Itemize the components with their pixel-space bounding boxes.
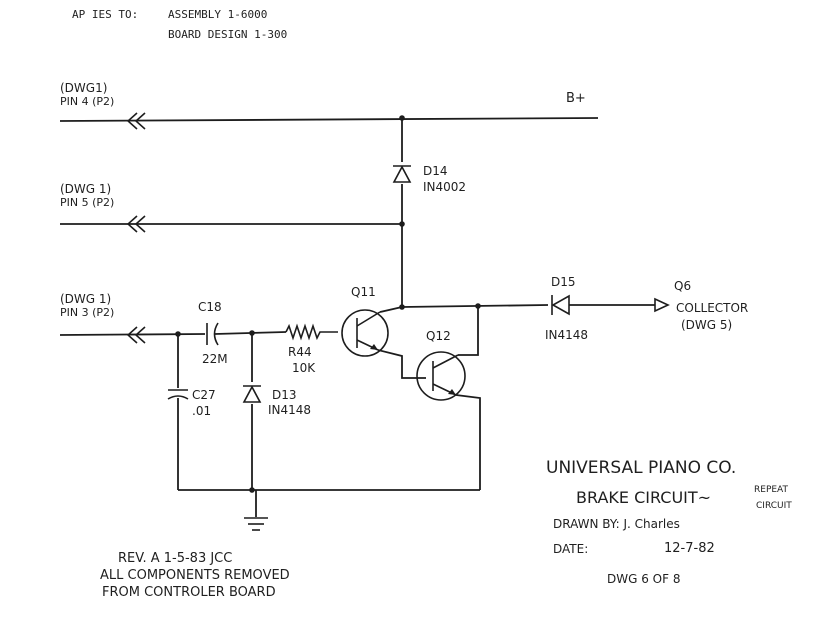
junction-dot <box>399 115 405 121</box>
q12-transistor-icon <box>416 351 466 401</box>
input-1-dwg: (DWG1) <box>60 81 107 95</box>
input-3-wire <box>59 333 206 336</box>
date-value: 12-7-82 <box>664 541 715 556</box>
q12-emitter-ground-wire <box>455 394 481 490</box>
q11-ref: Q11 <box>351 285 376 299</box>
junction-dot <box>399 221 405 227</box>
junction-dot <box>475 303 481 309</box>
board-design-number: BOARD DESIGN 1-300 <box>168 28 287 41</box>
c27-ref: C27 <box>192 388 216 402</box>
junction-dot <box>249 487 255 493</box>
drawing-subtitle-2: CIRCUIT <box>756 501 792 511</box>
c27-capacitor-icon <box>167 389 189 400</box>
sheet-number: DWG 6 OF 8 <box>607 572 680 586</box>
q12-collector-wire <box>458 307 479 356</box>
r44-value: 10K <box>292 361 316 375</box>
drawing-title: BRAKE CIRCUIT~ <box>576 488 711 507</box>
input-1-pin: PIN 4 (P2) <box>60 95 114 108</box>
q11-collector-wire <box>379 306 403 313</box>
d15-value: IN4148 <box>545 328 588 342</box>
input-2-dwg: (DWG 1) <box>60 182 111 196</box>
assembly-number: ASSEMBLY 1-6000 <box>168 8 267 21</box>
revision-line-3: FROM CONTROLER BOARD <box>102 585 276 600</box>
input-3-dwg: (DWG 1) <box>60 292 111 306</box>
ground-icon <box>244 517 268 531</box>
b-plus-rail-wire <box>59 117 599 122</box>
output-line1: COLLECTOR <box>676 301 748 315</box>
output-ref: Q6 <box>674 279 691 293</box>
d14-value: IN4002 <box>423 180 466 194</box>
revision-line-1: REV. A 1-5-83 JCC <box>118 551 232 566</box>
input-2-pin: PIN 5 (P2) <box>60 196 114 209</box>
r44-ref: R44 <box>288 345 312 359</box>
d13-diode-icon <box>242 382 262 404</box>
applies-to-label: AP IES TO: <box>72 8 138 21</box>
d14-ref: D14 <box>423 164 448 178</box>
d15-diode-icon <box>551 294 570 316</box>
output-arrow-icon <box>654 297 670 313</box>
q12-ref: Q12 <box>426 329 451 343</box>
c18-ref: C18 <box>198 300 222 314</box>
d13-ref: D13 <box>272 388 297 402</box>
drawn-by: DRAWN BY: J. Charles <box>553 517 680 531</box>
revision-line-2: ALL COMPONENTS REMOVED <box>100 568 290 583</box>
date-label: DATE: <box>553 542 588 556</box>
r44-resistor-icon <box>285 323 338 341</box>
q11-transistor-icon <box>341 309 389 357</box>
c27-value: .01 <box>192 404 211 418</box>
d14-diode-icon <box>392 162 412 184</box>
supply-label: B+ <box>566 91 586 106</box>
output-line2: (DWG 5) <box>681 318 732 332</box>
c18-value: 22M <box>202 352 228 366</box>
drawing-subtitle-1: REPEAT <box>754 485 789 495</box>
d13-value: IN4148 <box>268 403 311 417</box>
collector-line-wire <box>401 304 549 308</box>
d15-ref: D15 <box>551 275 576 289</box>
q11-emitter-to-q12-base-wire <box>377 349 426 379</box>
c18-capacitor-icon <box>206 322 219 346</box>
company-name: UNIVERSAL PIANO CO. <box>546 458 736 478</box>
input-3-pin: PIN 3 (P2) <box>60 306 114 319</box>
